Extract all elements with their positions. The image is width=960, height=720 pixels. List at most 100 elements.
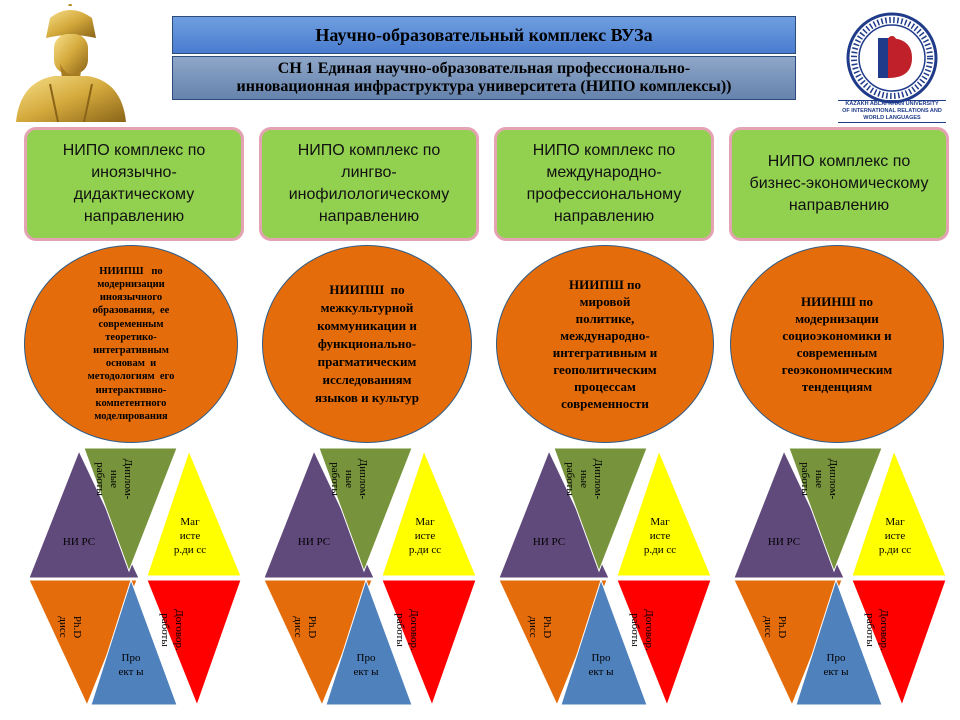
projects-label: Про ект ы xyxy=(823,652,849,678)
logo-caption-line: OF INTERNATIONAL RELATIONS AND xyxy=(842,108,942,114)
institute-line: НИИНШ по xyxy=(801,294,873,309)
masters-triangle xyxy=(146,449,242,577)
masters-triangle xyxy=(851,449,947,577)
institute-circle: НИИНШ по модернизации социоэкономики и совр… xyxy=(730,245,944,443)
statue-image xyxy=(16,4,126,122)
institute-line: межкультурной xyxy=(320,300,414,315)
projects-triangle xyxy=(560,578,648,706)
projects-label: Про ект ы xyxy=(588,652,614,678)
institute-circle: НИИПШ по межкультурной коммуникации и функц… xyxy=(262,245,472,443)
masters-label: Маг исте р.ди сс xyxy=(408,516,442,556)
institute-line: современным xyxy=(98,318,164,330)
logo-caption: KAZAKH ABLAI KHAN UNIVERSITY OF INTERNAT… xyxy=(838,100,946,123)
projects-triangle xyxy=(90,578,178,706)
category-label: НИПО комплекс по международно-профессион… xyxy=(526,142,682,225)
research-triangles xyxy=(263,447,477,707)
category-label: НИПО комплекс по иноязычно-дидактическом… xyxy=(62,142,206,225)
logo-seal xyxy=(846,12,938,104)
diploma-triangle xyxy=(788,447,883,573)
contracts-label: Договор. работы xyxy=(394,609,420,651)
projects-triangle xyxy=(795,578,883,706)
institute-line: модернизации xyxy=(795,311,879,326)
institute-line: социоэкономики и xyxy=(782,328,892,343)
phd-label: Ph.D дисс xyxy=(762,615,788,639)
institute-line: мировой xyxy=(579,294,631,309)
institute-line: интегративным xyxy=(93,345,169,356)
diploma-label: Диплом-ные работы xyxy=(94,458,134,500)
contracts-label: Договор. работы xyxy=(629,609,655,651)
research-triangles xyxy=(498,447,712,707)
contracts-triangle xyxy=(616,579,712,707)
projects-triangle xyxy=(325,578,413,706)
masters-label: Маг исте р.ди сс xyxy=(643,516,677,556)
institute-line: методологиям его xyxy=(87,371,175,383)
institute-line: НИИПШ по xyxy=(329,282,405,297)
institute-line: НИИПШ по xyxy=(569,277,641,292)
masters-label: Маг исте р.ди сс xyxy=(878,516,912,556)
diploma-triangle xyxy=(553,447,648,573)
nirs-label: НИ РС xyxy=(297,536,331,548)
institute-line: современности xyxy=(561,396,649,411)
category-box: НИПО комплекс по бизнес-экономическому н… xyxy=(729,127,949,241)
contracts-triangle xyxy=(851,579,947,707)
institute-line: исследованиям xyxy=(322,372,412,387)
research-triangles xyxy=(28,447,242,707)
institute-line: образования, ее xyxy=(92,305,170,317)
contracts-triangle xyxy=(381,579,477,707)
masters-label: Маг исте р.ди сс xyxy=(173,516,207,556)
category-label: НИПО комплекс по лингво-инофилологическо… xyxy=(288,142,450,225)
page-title-text: Научно-образовательный комплекс ВУЗа xyxy=(315,24,653,45)
projects-label: Про ект ы xyxy=(353,652,379,678)
institute-line: иноязычного xyxy=(99,292,163,304)
institute-line: моделирования xyxy=(94,411,168,423)
institute-line: компетентного xyxy=(95,397,167,409)
diploma-label: Диплом-ные работы xyxy=(329,458,369,500)
institute-line: современным xyxy=(796,345,878,360)
institute-line: прагматическим xyxy=(317,354,417,369)
diploma-label: Диплом-ные работы xyxy=(799,458,839,500)
masters-triangle xyxy=(381,449,477,577)
diploma-label: Диплом-ные работы xyxy=(564,458,604,500)
contracts-label: Договор. работы xyxy=(864,609,890,651)
institute-circle: НИИПШ по мировой политике, международно-инт… xyxy=(496,245,714,443)
subtitle-line: СН 1 Единая научно-образовательная профе… xyxy=(277,60,691,77)
nirs-label: НИ РС xyxy=(767,536,801,548)
institute-line: тенденциям xyxy=(801,379,873,394)
institute-line: интегративным и xyxy=(552,345,658,360)
institute-line: основам и xyxy=(105,358,157,370)
page-title: Научно-образовательный комплекс ВУЗа xyxy=(172,16,796,54)
category-box: НИПО комплекс по международно-профессион… xyxy=(494,127,714,241)
institute-line: процессам xyxy=(574,379,636,394)
institute-line: языков и культур xyxy=(314,390,419,405)
category-label: НИПО комплекс по бизнес-экономическому н… xyxy=(749,153,929,214)
phd-label: Ph.D дисс xyxy=(292,615,318,639)
phd-label: Ph.D дисс xyxy=(57,615,83,639)
institute-line: НИИПШ по xyxy=(99,265,163,277)
institute-line: теоретико- xyxy=(105,331,157,343)
nirs-label: НИ РС xyxy=(62,536,96,548)
research-triangles xyxy=(733,447,947,707)
diploma-triangle xyxy=(318,447,413,573)
phd-label: Ph.D дисс xyxy=(527,615,553,639)
institute-line: геоэкономическим xyxy=(781,362,893,377)
projects-label: Про ект ы xyxy=(118,652,144,678)
nirs-label: НИ РС xyxy=(532,536,566,548)
category-box: НИПО комплекс по иноязычно-дидактическом… xyxy=(24,127,244,241)
contracts-label: Договор. работы xyxy=(159,609,185,651)
institute-line: политике, xyxy=(575,311,635,326)
institute-line: модернизации xyxy=(97,278,165,290)
page-subtitle: СН 1 Единая научно-образовательная профе… xyxy=(172,56,796,100)
diploma-triangle xyxy=(83,447,178,573)
contracts-triangle xyxy=(146,579,242,707)
logo-caption-line: KAZAKH ABLAI KHAN UNIVERSITY xyxy=(845,101,939,107)
institute-line: геополитическим xyxy=(553,362,657,377)
institute-line: международно- xyxy=(560,328,650,343)
subtitle-line: инновационная инфраструктура университет… xyxy=(236,78,732,95)
university-logo: KAZAKH ABLAI KHAN UNIVERSITY OF INTERNAT… xyxy=(838,12,946,124)
institute-line: интерактивно- xyxy=(95,384,167,396)
category-box: НИПО комплекс по лингво-инофилологическо… xyxy=(259,127,479,241)
institute-line: функционально- xyxy=(317,336,417,351)
institute-line: коммуникации и xyxy=(317,318,417,333)
masters-triangle xyxy=(616,449,712,577)
